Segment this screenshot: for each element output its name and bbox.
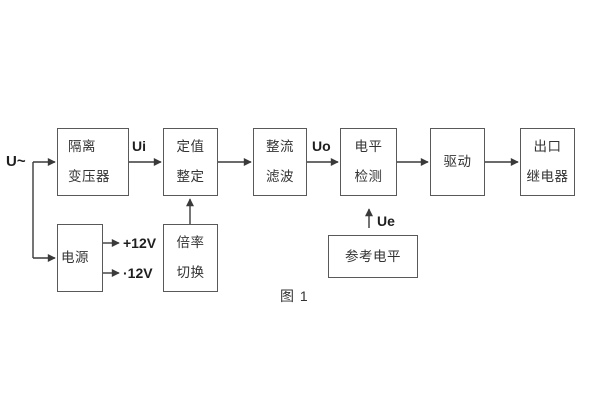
block-label: 电平	[354, 139, 383, 154]
block-power-supply: 电源	[57, 224, 103, 292]
block-label: 滤波	[266, 169, 294, 184]
block-reference-level: 参考电平	[328, 235, 418, 278]
signal-label-uo: Uo	[312, 138, 331, 154]
block-level-detect: 电平 检测	[340, 128, 397, 196]
block-isolation-transformer: 隔离 变压器	[57, 128, 129, 196]
block-output-relay: 出口 继电器	[520, 128, 575, 196]
block-rectifier-filter: 整流 滤波	[253, 128, 307, 196]
block-setpoint-adjust: 定值 整定	[163, 128, 218, 196]
block-label: 电源	[61, 250, 89, 265]
block-label: 切换	[176, 265, 205, 280]
block-label: 隔离	[68, 139, 96, 154]
block-label: 定值	[176, 139, 205, 154]
signal-label-ui: Ui	[132, 138, 146, 154]
block-label: 驱动	[443, 154, 472, 169]
figure-caption: 图 1	[280, 288, 309, 304]
block-label: 继电器	[526, 169, 569, 184]
signal-label-ue: Ue	[377, 213, 395, 229]
input-voltage-label: U~	[6, 153, 26, 170]
block-label: 整定	[176, 169, 205, 184]
block-driver: 驱动	[430, 128, 485, 196]
block-label: 变压器	[68, 169, 110, 184]
power-output-neg12v-label: ·12V	[123, 265, 153, 281]
block-ratio-switch: 倍率 切换	[163, 224, 218, 292]
power-output-pos12v-label: +12V	[123, 235, 157, 251]
block-label: 整流	[266, 139, 294, 154]
block-label: 检测	[354, 169, 383, 184]
block-label: 参考电平	[345, 248, 401, 264]
block-label: 倍率	[176, 235, 205, 250]
block-label: 出口	[533, 139, 562, 154]
